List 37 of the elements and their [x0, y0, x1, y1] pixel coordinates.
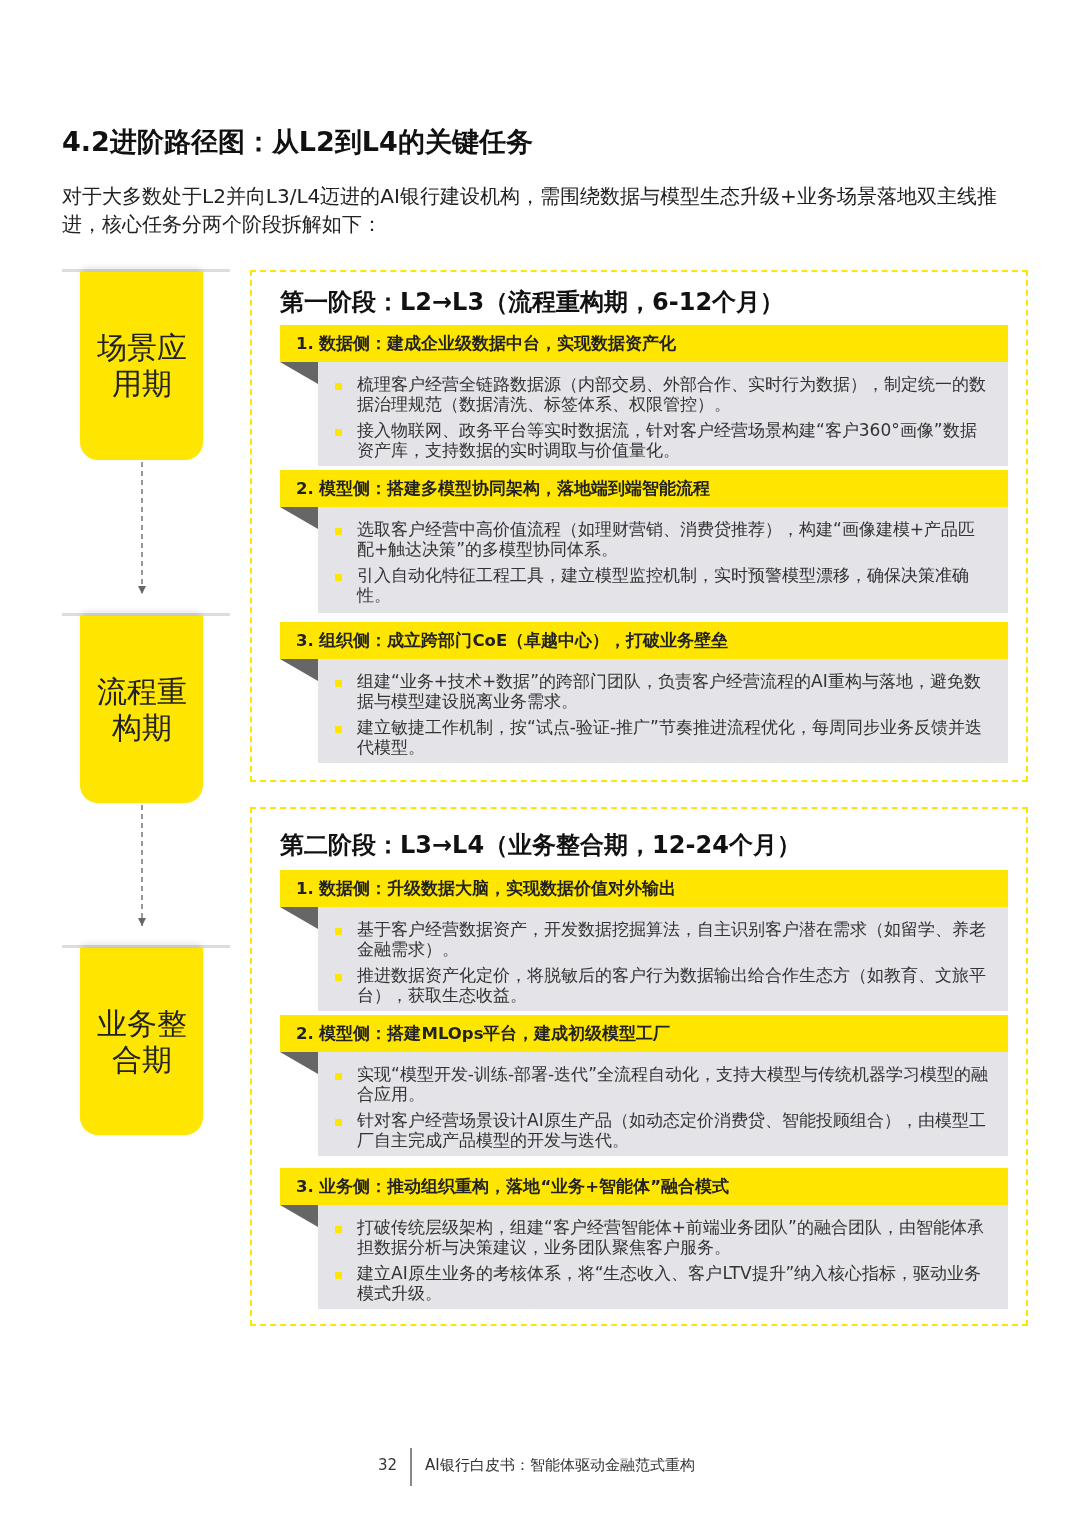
- phase-tab: 业务整合期: [80, 948, 203, 1135]
- bullet-text: 接入物联网、政务平台等实时数据流，针对客户经营场景构建“客户360°画像”数据资产库，支持数据的实时调取与价值量化。: [357, 420, 978, 460]
- bullet-text: 梳理客户经营全链路数据源（内部交易、外部合作、实时行为数据），制定统一的数据治理规范（数据清洗、标签体系、权限管控）。: [357, 374, 987, 414]
- task-card: [280, 325, 1008, 466]
- bullet-text: 针对客户经营场景设计AI原生产品（如动态定价消费贷、智能投顾组合），由模型工厂自主完成产品模型的开发与迭代。: [357, 1110, 987, 1150]
- bullet-text: 引入自动化特征工程工具，建立模型监控机制，实时预警模型漂移，确保决策准确性。: [357, 565, 970, 605]
- bullet-text: 组建“业务+技术+数据”的跨部门团队，负责客户经营流程的AI重构与落地，避免数据与模型建设脱离业务需求。: [357, 671, 982, 711]
- task-card: [280, 470, 1008, 613]
- task-heading: 1. 数据侧：升级数据大脑，实现数据价值对外输出: [280, 870, 1008, 907]
- task-heading: 1. 数据侧：建成企业级数据中台，实现数据资产化: [280, 325, 1008, 362]
- task-heading: 3. 业务侧：推动组织重构，落地“业务+智能体”融合模式: [280, 1168, 1008, 1205]
- stage-panel: [250, 270, 1028, 782]
- stage-title: 第一阶段：L2→L3（流程重构期，6-12个月）: [280, 287, 785, 318]
- task-card: [280, 1168, 1008, 1309]
- task-card: [280, 622, 1008, 763]
- footer-text: AI银行白皮书：智能体驱动金融范式重构: [425, 1456, 695, 1475]
- bullet-text: 建立AI原生业务的考核体系，将“生态收入、客户LTV提升”纳入核心指标，驱动业务模式升级。: [357, 1263, 983, 1303]
- phase-tab: 流程重构期: [80, 616, 203, 803]
- bullet-text: 选取客户经营中高价值流程（如理财营销、消费贷推荐），构建“画像建模+产品匹配+触达决策”的多模型协同体系。: [357, 519, 977, 559]
- dashed-arrow: [138, 461, 146, 595]
- bullet-text: 基于客户经营数据资产，开发数据挖掘算法，自主识别客户潜在需求（如留学、养老金融需求）。: [357, 919, 987, 959]
- bullet-text: 推进数据资产化定价，将脱敏后的客户行为数据输出给合作生态方（如教育、文旅平台），获取生态收益。: [357, 965, 987, 1005]
- bullet-text: 实现“模型开发-训练-部署-迭代”全流程自动化，支持大模型与传统机器学习模型的融合应用。: [357, 1064, 990, 1104]
- task-card: [280, 870, 1008, 1011]
- phase-tab: 场景应用期: [80, 272, 203, 460]
- bullet-text: 打破传统层级架构，组建“客户经营智能体+前端业务团队”的融合团队，由智能体承担数据分析与决策建议，业务团队聚焦客户服务。: [357, 1217, 985, 1257]
- task-card: [280, 1015, 1008, 1156]
- stage-title: 第二阶段：L3→L4（业务整合期，12-24个月）: [280, 830, 801, 861]
- task-heading: 3. 组织侧：成立跨部门CoE（卓越中心），打破业务壁垒: [280, 622, 1008, 659]
- page-number: 32: [378, 1456, 398, 1474]
- page-title: 4.2进阶路径图：从L2到L4的关键任务: [62, 125, 533, 159]
- task-heading: 2. 模型侧：搭建MLOps平台，建成初级模型工厂: [280, 1015, 1008, 1052]
- intro-paragraph: 对于大多数处于L2并向L3/L4迈进的AI银行建设机构，需围绕数据与模型生态升级+业务场景落地双主线推进，核心任务分两个阶段拆解如下：: [62, 183, 998, 238]
- dashed-arrow: [138, 804, 146, 927]
- bullet-text: 建立敏捷工作机制，按“试点-验证-推广”节奏推进流程优化，每周同步业务反馈并迭代模型。: [357, 717, 983, 757]
- task-heading: 2. 模型侧：搭建多模型协同架构，落地端到端智能流程: [280, 470, 1008, 507]
- stage-panel: [250, 807, 1028, 1326]
